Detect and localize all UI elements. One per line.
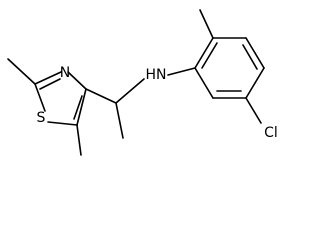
bond-c4-ch [85, 88, 117, 104]
bond-c4-c5-double [73, 95, 83, 120]
atom-labels: S N HN Cl [37, 65, 278, 141]
bond-b4-b5 [245, 67, 265, 99]
bond-c5-s [47, 121, 78, 126]
bond-c2-n-double [39, 78, 61, 90]
bond-c4-c5 [76, 88, 87, 126]
bond-b2-methyl [199, 9, 214, 39]
bond-b3-b4-double [242, 44, 258, 70]
bond-ch-nh [115, 78, 145, 104]
bond-b6-b1 [194, 67, 214, 99]
bond-c2-methyl [7, 58, 36, 85]
benzene-ring [194, 9, 265, 124]
bond-b3-b4 [245, 37, 265, 69]
bond-nh-ring [167, 67, 196, 76]
thiazole-ring [34, 71, 87, 126]
amine-atom-label: HN [146, 67, 167, 83]
bond-n-c4 [67, 71, 87, 90]
molecule-structure: S N HN Cl [7, 9, 278, 156]
substituent-bonds [7, 58, 196, 156]
bond-ch-methyl [115, 102, 124, 139]
nitrogen-atom-label: N [60, 65, 70, 81]
bond-c2-n [34, 71, 62, 85]
bond-b1-b2-double [201, 42, 218, 69]
sulfur-atom-label: S [37, 110, 46, 126]
bond-b4-cl [245, 97, 262, 124]
bond-s-c2 [34, 83, 46, 112]
bond-b1-b2 [194, 37, 214, 69]
bond-c5-methyl [76, 124, 82, 156]
chlorine-atom-label: Cl [264, 125, 278, 141]
